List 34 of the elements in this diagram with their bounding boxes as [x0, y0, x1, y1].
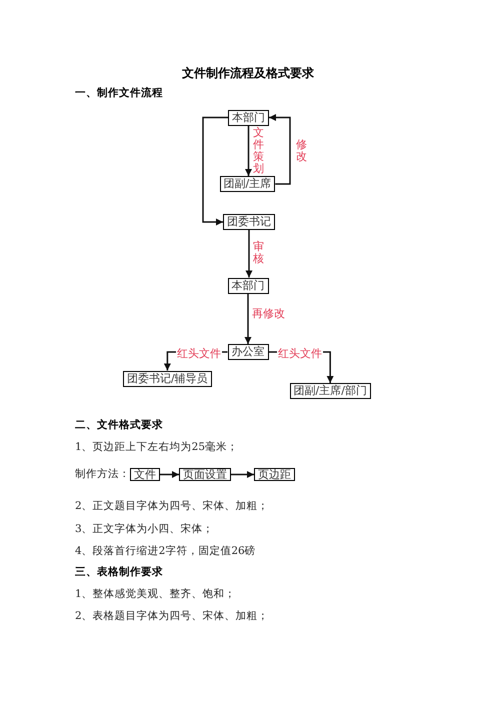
list-item: 3、正文字体为小四、宋体； [75, 522, 214, 536]
edge-label: 文件策划 [253, 127, 264, 175]
section-heading: 二、文件格式要求 [75, 418, 163, 432]
arrow [160, 471, 179, 478]
menu-step-box: 文件 [130, 468, 160, 481]
process-box: 办公室 [228, 344, 268, 360]
process-box: 本部门 [228, 110, 269, 126]
arrow [269, 114, 291, 185]
list-item: 1、页边距上下左右均为25毫米； [75, 440, 238, 454]
edge-label: 修改 [296, 139, 307, 163]
process-box: 本部门 [228, 278, 268, 294]
body-text: 制作方法： [75, 467, 130, 481]
menu-step-box: 页边距 [254, 468, 295, 481]
list-item: 1、整体感觉美观、整齐、饱和； [75, 587, 236, 601]
edge-label: 再修改 [252, 306, 285, 320]
process-box: 团委书记/辅导员 [123, 370, 212, 386]
arrow [231, 471, 254, 478]
arrow [246, 230, 252, 278]
process-box: 团副/主席/部门 [290, 383, 371, 399]
section-heading: 三、表格制作要求 [75, 565, 163, 579]
arrow [245, 126, 252, 176]
list-item: 2、正文题目字体为四号、宋体、加粗； [75, 499, 269, 513]
process-box: 团副/主席 [220, 176, 276, 192]
process-box: 团委书记 [223, 214, 275, 230]
list-item: 2、表格题目字体为四号、宋体、加粗； [75, 609, 269, 623]
edge-label: 审核 [253, 241, 264, 265]
list-item: 4、段落首行缩进2字符，固定值26磅 [75, 544, 256, 558]
section-heading: 一、制作文件流程 [75, 86, 163, 100]
arrow [244, 294, 252, 344]
title: 文件制作流程及格式要求 [182, 66, 314, 80]
arrow [202, 116, 228, 226]
menu-step-box: 页面设置 [179, 468, 231, 481]
edge-label: 红头文件 [176, 346, 222, 360]
edge-label: 红头文件 [277, 346, 323, 360]
